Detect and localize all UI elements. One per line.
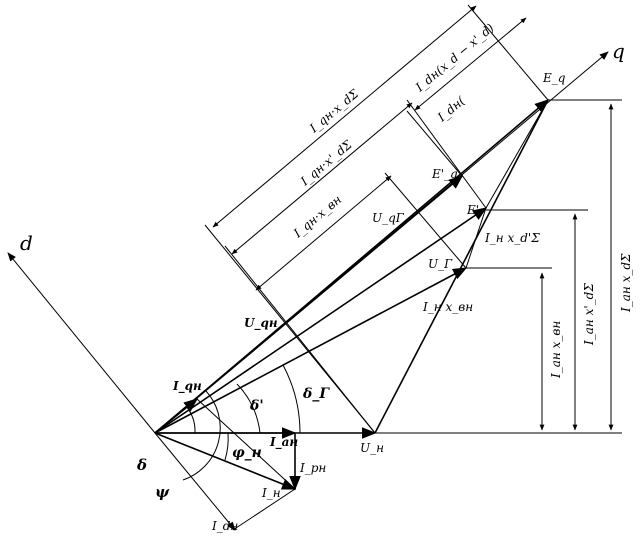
uqg-label: U_qГ (372, 211, 405, 225)
d-axis-negative (154, 432, 236, 531)
ian-label: I_ан (269, 435, 298, 450)
d-axis (7, 252, 156, 434)
ug-phasor (154, 267, 468, 434)
arc-psi (182, 390, 221, 481)
iqn-phasor (154, 398, 199, 434)
iqxdp-label: I_qн·x'_dΣ (297, 137, 355, 189)
arc-phi (224, 432, 229, 461)
iaxd-label: I_ан x_dΣ (619, 253, 633, 313)
un-label: U_н (360, 441, 384, 455)
ug-label: U_Г (428, 257, 453, 271)
psi-label: ψ (155, 483, 170, 501)
ixdn-label: I_н x_d'Σ (484, 231, 540, 245)
delta-g-label: δ_Г (302, 386, 330, 402)
in-phasor (154, 432, 297, 490)
idn-construction (232, 488, 296, 531)
arc-delta-g (282, 364, 301, 434)
phi-n-label: φ_н (232, 445, 262, 461)
ixvn-label: I_н x_вн (422, 300, 473, 314)
eq-label: E_q (542, 71, 566, 85)
idpartial-label: I_dн( (434, 93, 468, 125)
e-prime-to-eq-drop (485, 99, 549, 209)
d-axis-label: d (20, 231, 33, 255)
q-axis-label: q (612, 39, 625, 63)
perp-eq (467, 4, 549, 101)
uqn-label: U_qн (244, 316, 278, 331)
in-label: I_н (261, 486, 281, 500)
arc-delta (185, 405, 196, 434)
arc-delta-prime (236, 383, 261, 434)
eq-prime-label: E'_q (431, 167, 458, 181)
e-prime-label: E' (466, 203, 479, 217)
un-to-eq-drop (374, 99, 549, 434)
perp-uqg (204, 224, 376, 434)
iqxvn-label: I_qн·x_вн (290, 192, 344, 241)
iqxd-label: I_qн·x_dΣ (306, 86, 361, 136)
ug-to-eprime-drop (465, 207, 487, 269)
idn-label: I_dн (211, 519, 238, 533)
dim-iddiff (414, 17, 527, 111)
in-to-qaxis-line (196, 398, 296, 490)
dim-iqxvn (255, 175, 392, 291)
delta-prime-label: δ' (249, 398, 264, 414)
iaxdp-label: I_ан x'_dΣ (582, 283, 596, 346)
iaxvn-label: I_ан x_вн (549, 321, 563, 379)
iddiff-label: I_dн(x_d − x'_d) (412, 21, 497, 95)
delta-label: δ (136, 456, 147, 474)
ipn-label: I_рн (299, 461, 326, 475)
iqn-label: I_qн (172, 379, 202, 394)
